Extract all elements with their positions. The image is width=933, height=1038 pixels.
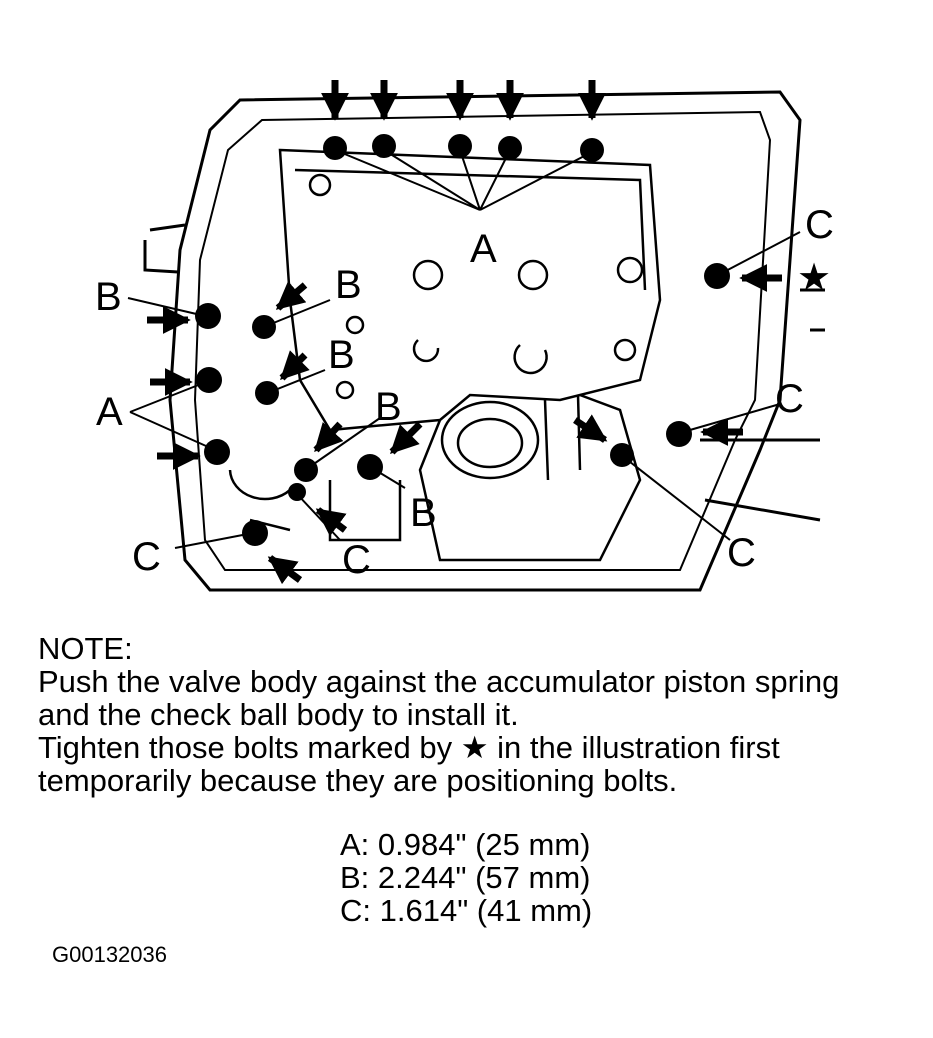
- label-c-right-top: C: [805, 203, 834, 247]
- bolt-heads: [195, 134, 730, 546]
- star-marker-icon: ★: [797, 257, 831, 299]
- note-line-1: Push the valve body against the accumula…: [38, 664, 840, 699]
- label-c-right-mid: C: [775, 377, 804, 421]
- note-line-3: Tighten those bolts marked by ★ in the i…: [38, 731, 918, 764]
- label-a-left: A: [96, 390, 123, 434]
- label-b-middle: B: [328, 333, 355, 377]
- figure-id: G00132036: [52, 942, 167, 967]
- callout-letters: A A B B B B B C C C C C ★: [95, 203, 834, 582]
- note-line-3-end: in the illustration first: [488, 730, 780, 765]
- spec-c: C: 1.614" (41 mm): [340, 893, 593, 928]
- note-line-4: temporarily because they are positioning…: [38, 763, 678, 798]
- spec-a: A: 0.984" (25 mm): [340, 827, 591, 862]
- bolt-length-specs: A: 0.984" (25 mm) B: 2.244" (57 mm) C: 1…: [340, 828, 592, 927]
- housing-outline: [143, 90, 825, 592]
- label-b-left: B: [95, 275, 122, 319]
- label-c-bottom-center: C: [342, 538, 371, 582]
- label-c-right-low: C: [727, 531, 756, 575]
- label-b-upper: B: [335, 263, 362, 307]
- installation-note: NOTE: Push the valve body against the ac…: [38, 632, 918, 797]
- label-c-bottom-left: C: [132, 535, 161, 579]
- leader-lines: [127, 149, 801, 549]
- note-heading: NOTE:: [38, 631, 133, 666]
- label-b-lower: B: [410, 491, 437, 535]
- oil-strainer: [228, 393, 642, 562]
- pointer-arrows: [147, 80, 782, 585]
- label-a-top: A: [470, 227, 497, 271]
- valve-body-bolt-diagram: A A B B B B B C C C C C ★: [95, 80, 834, 592]
- spec-b: B: 2.244" (57 mm): [340, 860, 591, 895]
- label-b-center: B: [375, 385, 402, 429]
- note-line-2: and the check ball body to install it.: [38, 697, 519, 732]
- note-line-3-start: Tighten those bolts marked by: [38, 730, 461, 765]
- star-icon: ★: [460, 730, 489, 765]
